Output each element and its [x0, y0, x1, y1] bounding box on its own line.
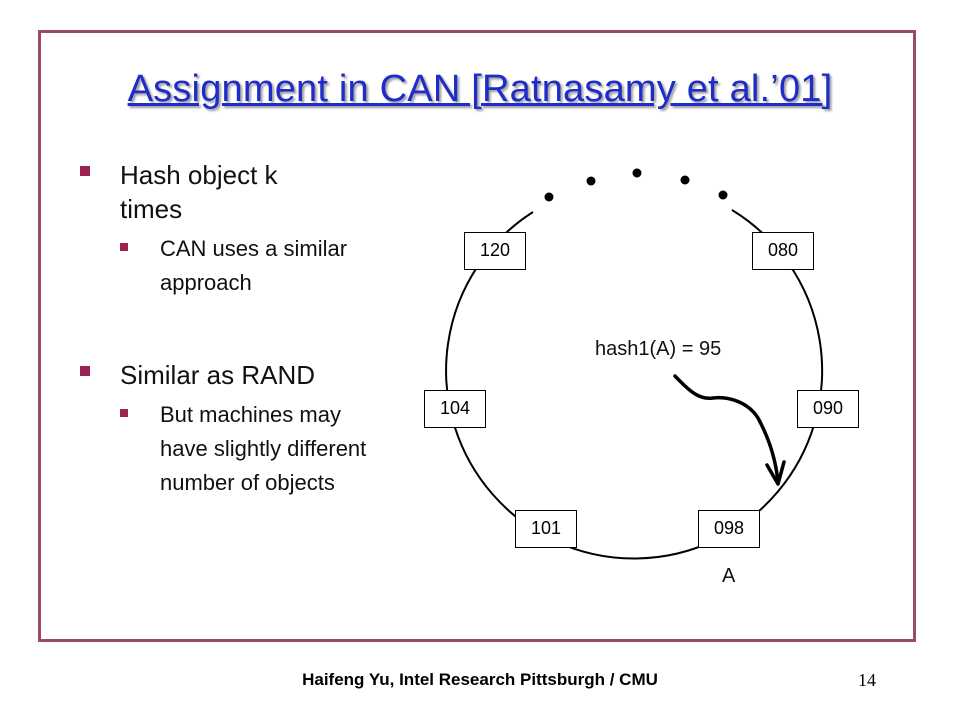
- bullet-text: Similar as RAND: [120, 360, 316, 390]
- node-box: 090: [797, 390, 859, 428]
- bullet-text: Hash object k times: [120, 160, 278, 224]
- hash-arrow: [673, 374, 780, 484]
- bullet-list: Hash object k times CAN uses a similar a…: [80, 158, 400, 500]
- node-box: 104: [424, 390, 486, 428]
- sub-bullet-text: But machines may have slightly different…: [160, 402, 367, 495]
- sub-bullet-item: But machines may have slightly different…: [120, 398, 400, 500]
- node-box: 098: [698, 510, 760, 548]
- sub-bullet-text: CAN uses a similar approach: [160, 236, 348, 295]
- sub-bullet-item: CAN uses a similar approach: [120, 232, 400, 300]
- slide-title: Assignment in CAN [Ratnasamy et al.’01]: [127, 68, 833, 110]
- bullet-square-icon: [80, 366, 90, 376]
- ellipsis-dot: [632, 168, 642, 178]
- ellipsis-dot: [718, 190, 728, 200]
- ring-circle: [445, 209, 824, 560]
- arrow-head-icon: [765, 460, 786, 486]
- bullet-square-icon: [80, 166, 90, 176]
- bullet-item: Similar as RAND: [80, 358, 400, 392]
- node-box: 101: [515, 510, 577, 548]
- slide-frame: [38, 30, 916, 642]
- ellipsis-dot: [680, 175, 690, 185]
- object-label: A: [722, 565, 736, 587]
- page-number: 14: [858, 670, 876, 690]
- node-box: 080: [752, 232, 814, 270]
- ellipsis-dot: [586, 176, 596, 186]
- bullet-item: Hash object k times: [80, 158, 400, 226]
- hash-label: hash1(A) = 95: [595, 338, 722, 360]
- node-box: 120: [464, 232, 526, 270]
- ellipsis-dot: [544, 192, 554, 202]
- sub-bullet-square-icon: [120, 243, 128, 251]
- sub-bullet-square-icon: [120, 409, 128, 417]
- footer-text: Haifeng Yu, Intel Research Pittsburgh / …: [302, 670, 658, 689]
